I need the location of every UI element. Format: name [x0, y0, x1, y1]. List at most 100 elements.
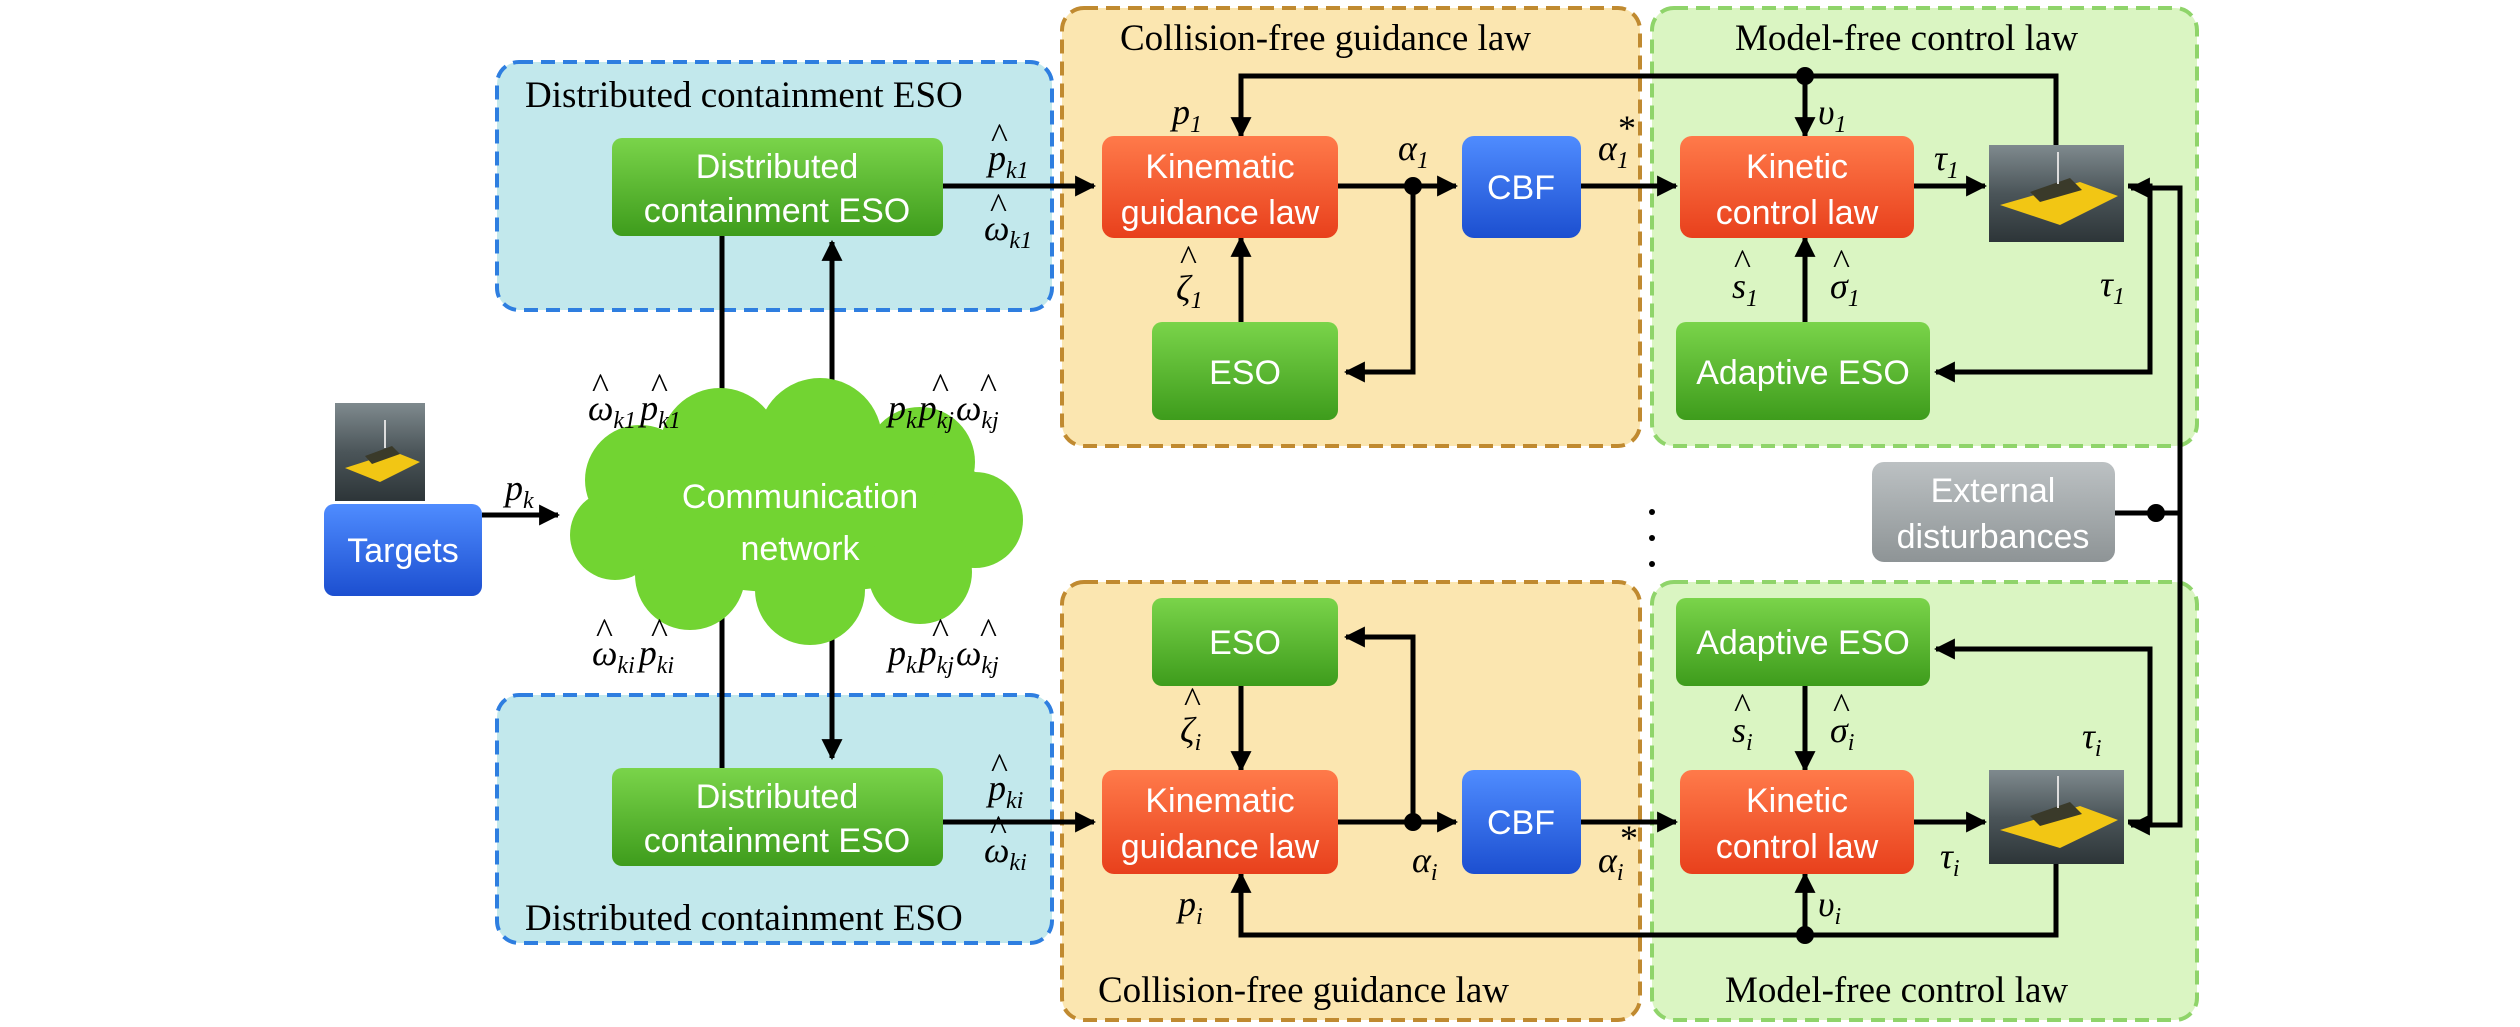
- targets-label: Targets: [347, 532, 459, 570]
- targets-block: [324, 504, 482, 596]
- target-boat-image: [335, 403, 425, 501]
- signal-pk-pkj-omegakj-bottom: pkpkjωkj ^ ^: [885, 611, 999, 679]
- svg-text:pk: pk: [502, 468, 534, 514]
- eso-block-bottom: [1152, 598, 1338, 686]
- svg-text:^: ^: [1833, 686, 1850, 726]
- signal-phat-k1: pk1 ^: [985, 116, 1029, 184]
- svg-text:pi: pi: [1175, 884, 1203, 930]
- kinematic-top-label-2: guidance law: [1121, 194, 1320, 232]
- eso-bottom-label: ESO: [1209, 624, 1281, 662]
- svg-text:^: ^: [651, 611, 668, 651]
- adaptive-eso-block-top: [1676, 322, 1930, 420]
- svg-text:^: ^: [932, 611, 949, 651]
- signal-omegahat-ki: ωki ^: [984, 808, 1027, 876]
- eso-panel-top-title: Distributed containment ESO: [525, 75, 963, 116]
- svg-text:^: ^: [990, 186, 1007, 226]
- signal-s1: s1 ^: [1732, 242, 1758, 312]
- control-panel-bottom-title: Model-free control law: [1725, 970, 2068, 1011]
- svg-text:*: *: [1618, 108, 1636, 148]
- svg-text:^: ^: [1734, 686, 1751, 726]
- dist-eso-top-label-1: Distributed: [696, 148, 859, 186]
- control-panel-bottom: [1650, 580, 2199, 1022]
- cbf-bottom-label: CBF: [1487, 804, 1555, 842]
- signal-taui-out: τi: [1940, 836, 1960, 882]
- svg-text:pki: pki: [985, 768, 1023, 814]
- signal-taui-fb: τi: [2082, 716, 2102, 762]
- svg-text:pk1: pk1: [985, 138, 1029, 184]
- svg-text:σi: σi: [1830, 710, 1854, 756]
- svg-text:^: ^: [596, 611, 613, 651]
- svg-text:^: ^: [592, 366, 609, 406]
- signal-omegahat-k1: ωk1 ^: [984, 186, 1032, 254]
- ellipsis-dots: [1649, 509, 1655, 567]
- svg-text:σ1: σ1: [1830, 266, 1860, 312]
- signal-sigmai: σi ^: [1830, 686, 1854, 756]
- eso-panel-bottom-title: Distributed containment ESO: [525, 898, 963, 939]
- cbf-block-bottom: [1462, 770, 1581, 874]
- guidance-panel-top-title: Collision-free guidance law: [1120, 18, 1531, 59]
- svg-text:^: ^: [1734, 242, 1751, 282]
- svg-text:υ1: υ1: [1818, 92, 1847, 138]
- kinematic-bottom-label-1: Kinematic: [1145, 782, 1294, 820]
- external-label-1: External: [1931, 472, 2056, 510]
- kinetic-bottom-label-1: Kinetic: [1746, 782, 1848, 820]
- svg-text:αi: αi: [1412, 840, 1438, 886]
- signal-pi: pi: [1175, 884, 1203, 930]
- signal-pk-pkj-omegakj-top: pkpkjωkj ^ ^: [885, 366, 999, 434]
- kinematic-guidance-block-top: [1102, 136, 1338, 238]
- adaptive-eso-top-label: Adaptive ESO: [1696, 354, 1910, 392]
- signal-tau1-fb: τ1: [2100, 264, 2125, 310]
- signal-p1: p1: [1169, 92, 1202, 138]
- kinetic-control-block-bottom: [1680, 770, 1914, 874]
- signal-alpha1: α1: [1398, 128, 1429, 174]
- vessel-image-bottom: [1989, 770, 2124, 864]
- kinematic-guidance-block-bottom: [1102, 770, 1338, 874]
- svg-text:pkpkjωkj: pkpkjωkj: [885, 388, 999, 434]
- svg-text:^: ^: [990, 808, 1007, 848]
- comm-network-label-1: Communication: [682, 478, 918, 516]
- signal-upsiloni: υi: [1818, 884, 1841, 930]
- svg-text:si: si: [1732, 710, 1753, 756]
- svg-text:α1: α1: [1598, 128, 1629, 174]
- kinetic-top-label-1: Kinetic: [1746, 148, 1848, 186]
- svg-text:^: ^: [980, 611, 997, 651]
- svg-text:^: ^: [991, 746, 1008, 786]
- cbf-top-label: CBF: [1487, 169, 1555, 207]
- eso-block-top: [1152, 322, 1338, 420]
- svg-text:^: ^: [1180, 238, 1197, 278]
- cbf-block-top: [1462, 136, 1581, 238]
- vessel-image-top: [1989, 145, 2124, 242]
- svg-text:τi: τi: [2082, 716, 2102, 762]
- dist-eso-block-top: [612, 138, 943, 236]
- dist-eso-bottom-label-2: containment ESO: [644, 822, 910, 860]
- comm-network-label-2: network: [740, 530, 860, 568]
- signal-upsilon1: υ1: [1818, 92, 1847, 138]
- kinetic-control-block-top: [1680, 136, 1914, 238]
- dist-eso-bottom-label-1: Distributed: [696, 778, 859, 816]
- kinetic-top-label-2: control law: [1716, 194, 1879, 232]
- signal-si: si ^: [1732, 686, 1753, 756]
- control-panel-top-title: Model-free control law: [1735, 18, 2078, 59]
- signal-alphai-star: αi *: [1598, 818, 1638, 886]
- svg-text:τi: τi: [1940, 836, 1960, 882]
- guidance-panel-bottom: [1060, 580, 1642, 1022]
- communication-network-cloud: [570, 378, 1023, 645]
- kinematic-top-label-1: Kinematic: [1145, 148, 1294, 186]
- svg-text:ζ1: ζ1: [1176, 268, 1203, 314]
- guidance-panel-bottom-title: Collision-free guidance law: [1098, 970, 1509, 1011]
- signal-phat-ki: pki ^: [985, 746, 1023, 814]
- svg-text:^: ^: [651, 366, 668, 406]
- signal-zetai: ζi ^: [1180, 680, 1201, 756]
- signal-alpha1-star: α1 *: [1598, 108, 1636, 174]
- kinetic-bottom-label-2: control law: [1716, 828, 1879, 866]
- eso-top-label: ESO: [1209, 354, 1281, 392]
- svg-text:ωk1: ωk1: [984, 208, 1032, 254]
- svg-text:α1: α1: [1398, 128, 1429, 174]
- signal-pk: pk: [502, 468, 534, 514]
- external-disturbances-block: [1872, 462, 2115, 562]
- svg-text:αi: αi: [1598, 840, 1624, 886]
